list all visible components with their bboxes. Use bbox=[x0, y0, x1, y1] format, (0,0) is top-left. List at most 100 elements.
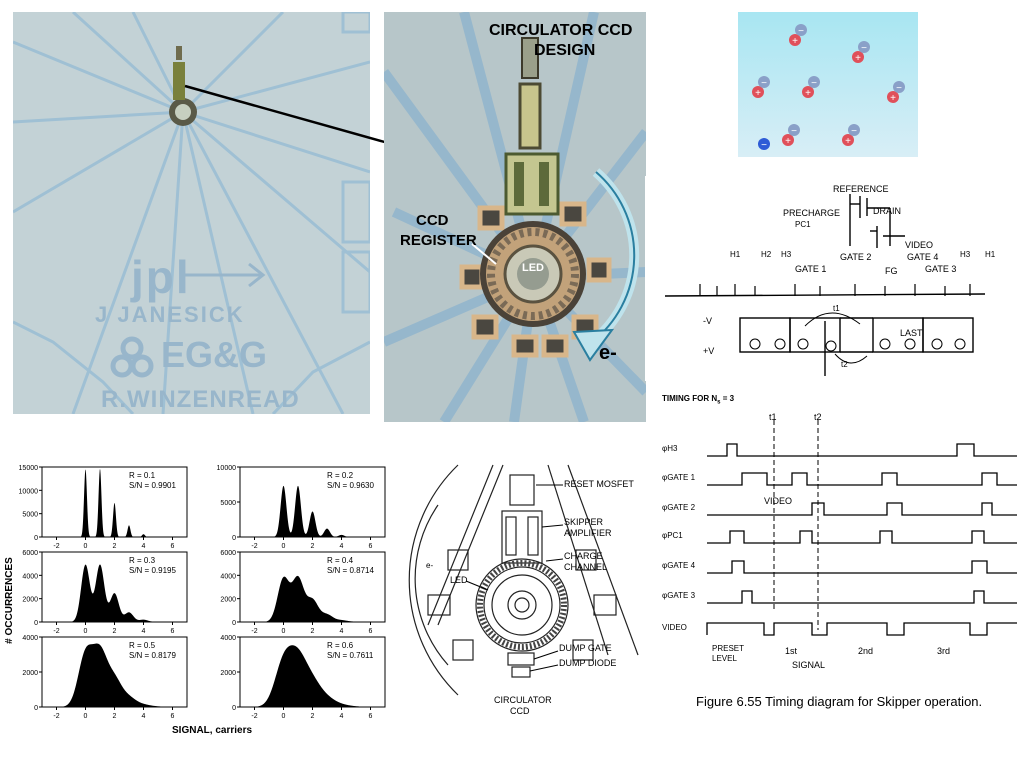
minus-sign: − bbox=[896, 83, 902, 94]
y-tick-label: 4000 bbox=[22, 573, 38, 580]
sn-annotation: S/N = 0.7611 bbox=[327, 651, 374, 660]
signal-label: SIGNAL bbox=[792, 660, 826, 670]
timing-heading-text: TIMING FOR N bbox=[662, 394, 718, 403]
x-tick-label: -2 bbox=[251, 543, 257, 550]
y-tick-label: 0 bbox=[232, 705, 236, 712]
x-tick-label: 6 bbox=[171, 543, 175, 550]
y-tick-label: 4000 bbox=[22, 635, 38, 642]
waveform bbox=[707, 560, 1017, 574]
led-drawing-label: LED bbox=[450, 575, 468, 585]
sn-annotation: S/N = 0.9901 bbox=[129, 481, 176, 490]
y-tick-label: 0 bbox=[34, 620, 38, 627]
y-tick-label: 0 bbox=[232, 535, 236, 542]
fg-label: FG bbox=[885, 266, 898, 276]
reset-mosfet-label: RESET MOSFET bbox=[564, 479, 634, 489]
positive-charge bbox=[887, 91, 899, 103]
x-tick-label: 6 bbox=[369, 543, 373, 550]
sn-annotation: S/N = 0.8714 bbox=[327, 566, 374, 575]
circulator-drawing-svg bbox=[408, 464, 639, 696]
y-tick-label: 6000 bbox=[220, 550, 236, 557]
waveform bbox=[707, 472, 1017, 486]
charge-pair: +− bbox=[752, 76, 770, 99]
circulator-title-line2: DESIGN bbox=[534, 42, 596, 59]
timing-caption: Figure 6.55 Timing diagram for Skipper o… bbox=[696, 694, 983, 709]
positive-charge bbox=[789, 34, 801, 46]
histogram-area bbox=[42, 643, 187, 707]
x-tick-label: 6 bbox=[369, 713, 373, 720]
plus-sign: + bbox=[855, 53, 861, 64]
minus-sign: − bbox=[861, 43, 867, 54]
x-tick-label: 0 bbox=[84, 713, 88, 720]
h3-label: H3 bbox=[781, 250, 792, 259]
x-tick-label: 4 bbox=[340, 628, 344, 635]
waveform bbox=[707, 530, 1017, 544]
x-tick-label: -2 bbox=[251, 628, 257, 635]
skipper-schematic: REFERENCE PRECHARGE PC1 DRAIN VIDEO H1 H… bbox=[645, 176, 1023, 381]
y-tick-label: 15000 bbox=[19, 465, 39, 472]
r-annotation: R = 0.3 bbox=[129, 556, 156, 565]
dump-diode-label: DUMP DIODE bbox=[559, 658, 617, 668]
schematic-drawing bbox=[664, 194, 986, 376]
y-tick-label: 6000 bbox=[22, 550, 38, 557]
last-label: LAST bbox=[900, 328, 923, 338]
timing-heading-sub: s bbox=[717, 399, 721, 406]
waveform bbox=[707, 590, 1017, 604]
timing-signal-label: φGATE 1 bbox=[662, 473, 696, 482]
plus-sign: + bbox=[792, 36, 798, 47]
charge-pair: +− bbox=[842, 124, 860, 147]
dump-gate-label: DUMP GATE bbox=[559, 643, 612, 653]
t1-schematic-label: t1 bbox=[833, 304, 840, 313]
plus-sign: + bbox=[890, 93, 896, 104]
precharge-label: PRECHARGE bbox=[783, 208, 841, 218]
charge-pair: +− bbox=[852, 41, 870, 64]
timing-signal-label: φH3 bbox=[662, 444, 678, 453]
gate1-label: GATE 1 bbox=[795, 264, 827, 274]
skipper-label-line2: AMPLIFIER bbox=[564, 528, 612, 538]
sn-annotation: S/N = 0.8179 bbox=[129, 651, 176, 660]
x-tick-label: -2 bbox=[53, 628, 59, 635]
vg-plus-label: +V bbox=[703, 346, 715, 356]
arrow-icon bbox=[183, 262, 266, 288]
positive-charge bbox=[852, 51, 864, 63]
timing-signal-label: φGATE 2 bbox=[662, 503, 696, 512]
x-tick-label: 0 bbox=[84, 543, 88, 550]
histogram-ylabel: # OCCURRENCES bbox=[3, 557, 15, 644]
r-annotation: R = 0.2 bbox=[327, 471, 354, 480]
charge-channel-line2: CHANNEL bbox=[564, 562, 608, 572]
x-tick-label: 0 bbox=[282, 628, 286, 635]
video-annotation: VIDEO bbox=[764, 496, 793, 506]
charge-pair: +− bbox=[887, 81, 905, 104]
charge-particles: +−+−+−+−+−+−+−− bbox=[752, 24, 905, 151]
waveform bbox=[706, 622, 1017, 636]
sn-annotation: S/N = 0.9630 bbox=[327, 481, 374, 490]
designer-name: J JANESICK bbox=[95, 302, 245, 327]
x-tick-label: 2 bbox=[311, 543, 315, 550]
author-name: R.WINZENREAD bbox=[101, 386, 300, 413]
positive-charge bbox=[802, 86, 814, 98]
x-tick-label: -2 bbox=[53, 543, 59, 550]
circulator-caption-line1: CIRCULATOR bbox=[494, 695, 552, 705]
minus-sign: − bbox=[791, 126, 797, 137]
circulator-photo: CIRCULATOR CCD DESIGN CCD REGISTER LED e… bbox=[384, 12, 646, 422]
y-tick-label: 2000 bbox=[22, 670, 38, 677]
histogram-xlabel: SIGNAL, carriers bbox=[172, 725, 253, 736]
sn-annotation: S/N = 0.9195 bbox=[129, 566, 176, 575]
timing-t1-label: t1 bbox=[769, 412, 777, 422]
x-tick-label: 0 bbox=[84, 628, 88, 635]
histogram-area bbox=[240, 575, 385, 622]
x-tick-label: 6 bbox=[171, 713, 175, 720]
y-tick-label: 2000 bbox=[22, 597, 38, 604]
y-tick-label: 2000 bbox=[220, 597, 236, 604]
minus-sign: − bbox=[811, 78, 817, 89]
circulator-structure bbox=[384, 12, 646, 422]
charge-pair: +− bbox=[789, 24, 807, 47]
negative-charge bbox=[858, 41, 870, 53]
reference-label: REFERENCE bbox=[833, 184, 889, 194]
histogram-area bbox=[42, 564, 187, 622]
circulator-caption-line2: CCD bbox=[510, 706, 530, 716]
x-tick-label: 4 bbox=[142, 628, 146, 635]
